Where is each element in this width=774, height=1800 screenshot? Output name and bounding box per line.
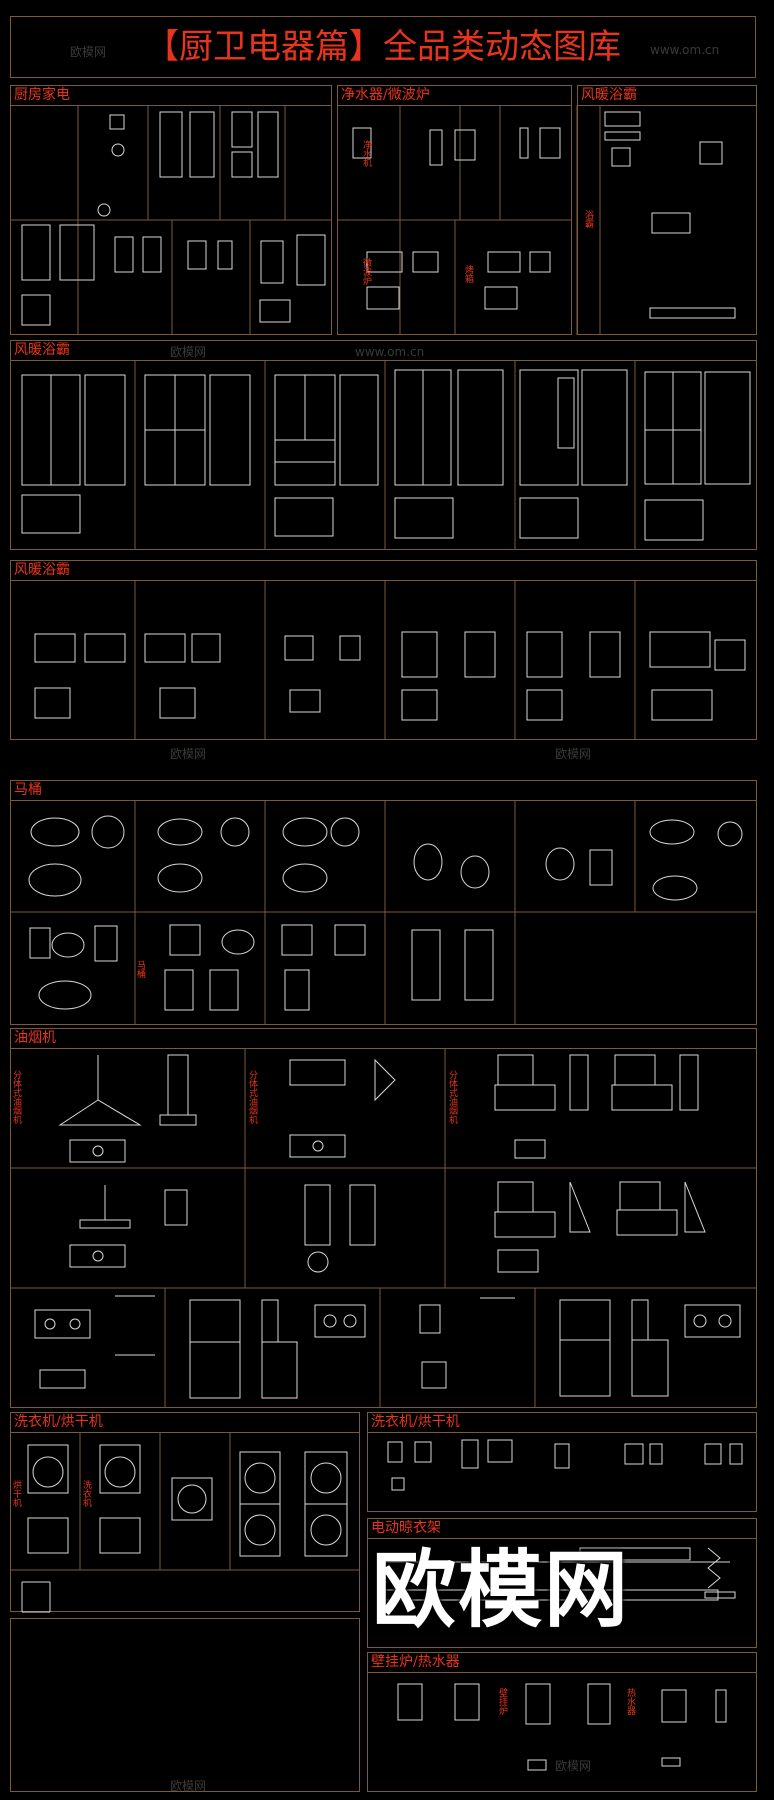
section-header: 洗衣机/烘干机: [368, 1413, 756, 1433]
section-toilet: 马桶: [10, 780, 757, 1025]
label-fen-ti-yan-ji-3: 分体式油烟机: [447, 1070, 458, 1125]
section-header: 厨房家电: [11, 86, 331, 106]
watermark-brand-3: 欧模网: [170, 747, 206, 761]
section-header: 壁挂炉/热水器: [368, 1653, 756, 1673]
label-hong-gan-ji: 烘干机: [11, 1479, 22, 1508]
section-header: 马桶: [11, 781, 756, 801]
watermark-brand-5: 欧模网: [170, 1779, 206, 1793]
label-fen-ti-yan-ji-2: 分体式油烟机: [247, 1070, 258, 1125]
label-ma-tong: 马桶: [135, 960, 146, 979]
label-fen-ti-yan-ji: 分体式油烟机: [11, 1070, 22, 1125]
label-yu-ba: 浴霸: [583, 210, 594, 229]
label-bi-gua-lu: 壁挂炉: [497, 1687, 508, 1716]
section-header: 电动晾衣架: [368, 1519, 756, 1539]
section-bath-heater-3: 风暖浴霸: [10, 560, 757, 740]
watermark-brand-2: 欧模网: [170, 345, 206, 359]
label-shui-jing-ji: 净水机: [361, 139, 372, 168]
label-xi-yi-ji: 洗衣机: [81, 1479, 92, 1508]
section-kitchen-appliances: 厨房家电: [10, 85, 332, 335]
section-washer-dryer-right: 洗衣机/烘干机: [367, 1412, 757, 1512]
section-header: 风暖浴霸: [11, 561, 756, 581]
brand-watermark: 欧模网: [372, 1541, 631, 1639]
watermark-brand-6: 欧模网: [555, 1759, 591, 1773]
label-re-shui-qi: 热水器: [625, 1687, 636, 1715]
label-wei-bo-lu: 微波炉: [361, 257, 372, 286]
section-bottom-blank: [10, 1618, 360, 1792]
section-header: 风暖浴霸: [11, 341, 756, 361]
watermark-url: www.om.cn: [650, 43, 719, 57]
section-header: 油烟机: [11, 1029, 756, 1049]
section-header: 风暖浴霸: [578, 86, 756, 106]
section-range-hood: 油烟机: [10, 1028, 757, 1408]
section-header: 净水器/微波炉: [338, 86, 571, 106]
section-washer-dryer-left: 洗衣机/烘干机: [10, 1412, 360, 1612]
section-header: 洗衣机/烘干机: [11, 1413, 359, 1433]
label-kao-xiang: 烤箱: [463, 264, 474, 284]
watermark-url-2: www.om.cn: [355, 345, 424, 359]
section-clothes-rack: 电动晾衣架: [367, 1518, 757, 1648]
watermark-brand-4: 欧模网: [555, 747, 591, 761]
section-water-heater: 壁挂炉/热水器: [367, 1652, 757, 1792]
page-title: 【厨卫电器篇】全品类动态图库: [10, 16, 756, 78]
watermark-brand: 欧模网: [70, 45, 106, 59]
section-bath-heater-2: 风暖浴霸: [10, 340, 757, 550]
